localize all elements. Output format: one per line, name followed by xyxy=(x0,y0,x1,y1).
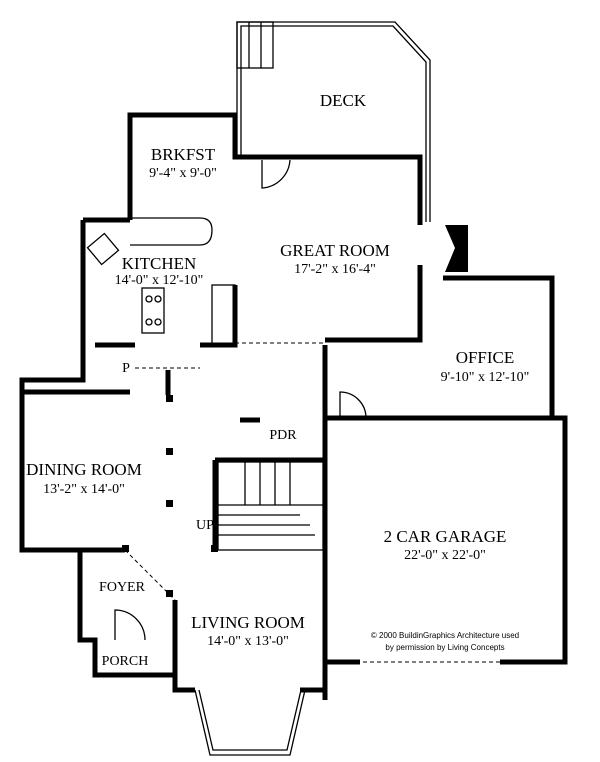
dining-label: DINING ROOM xyxy=(26,460,142,479)
door-swing xyxy=(339,391,367,419)
dining-size: 13'-2" x 14'-0" xyxy=(43,482,125,497)
copyright-line-1: © 2000 BuildinGraphics Architecture used xyxy=(371,631,519,640)
garage-size: 22'-0" x 22'-0" xyxy=(404,548,486,563)
office-label: OFFICE xyxy=(456,348,515,367)
office-size: 9'-10" x 12'-10" xyxy=(441,370,530,385)
great-room-size: 17'-2" x 16'-4" xyxy=(294,262,376,277)
fireplace xyxy=(445,225,468,272)
deck-label: DECK xyxy=(320,91,367,110)
living-bay-window xyxy=(194,689,306,756)
columns xyxy=(122,395,218,597)
pantry-label: P xyxy=(122,361,130,376)
copyright-line-2: by permission by Living Concepts xyxy=(385,643,504,652)
brkfst-size: 9'-4" x 9'-0" xyxy=(149,166,217,181)
pdr-label: PDR xyxy=(269,428,297,443)
porch-label: PORCH xyxy=(102,654,149,669)
kitchen-fixtures xyxy=(86,217,236,346)
deck xyxy=(236,21,431,222)
door-swing xyxy=(114,609,146,641)
living-label: LIVING ROOM xyxy=(191,613,305,632)
stairs xyxy=(217,461,324,551)
kitchen-label: KITCHEN xyxy=(122,254,197,273)
great-room-label: GREAT ROOM xyxy=(280,241,390,260)
brkfst-label: BRKFST xyxy=(151,145,216,164)
foyer-label: FOYER xyxy=(99,580,146,595)
door-swing xyxy=(261,159,291,189)
living-size: 14'-0" x 13'-0" xyxy=(207,634,289,649)
kitchen-size: 14'-0" x 12'-10" xyxy=(115,273,204,288)
stairs-up-label: UP xyxy=(196,518,214,533)
garage-label: 2 CAR GARAGE xyxy=(384,527,507,546)
